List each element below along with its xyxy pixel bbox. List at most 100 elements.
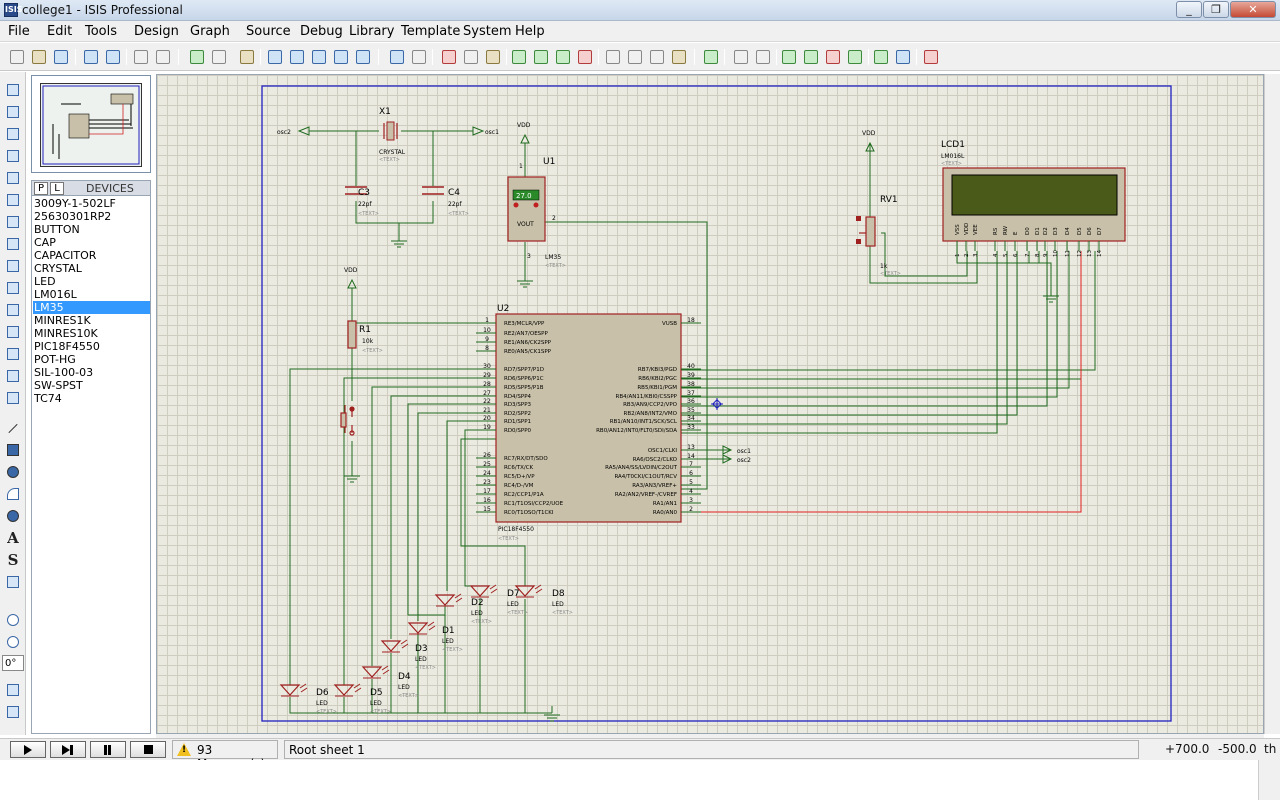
terminals-icon[interactable] [4,236,22,252]
exit-to-parent-icon[interactable] [846,48,864,66]
step-button[interactable] [50,741,86,758]
device-item[interactable]: 25630301RP2 [34,210,112,223]
menu-source[interactable]: Source [246,24,291,39]
device-pins-icon[interactable] [4,258,22,274]
electrical-rule-check-icon[interactable] [894,48,912,66]
device-item[interactable]: PIC18F4550 [34,340,100,353]
stop-button[interactable] [130,741,166,758]
library-manager-tab[interactable]: L [50,182,64,195]
zoom-out-icon[interactable] [310,48,328,66]
print-icon[interactable] [132,48,150,66]
packaging-icon[interactable] [648,48,666,66]
voltage-probe-icon[interactable] [4,346,22,362]
redo-icon[interactable] [410,48,428,66]
menu-system[interactable]: System [463,24,512,39]
capacitor-c3[interactable] [345,186,367,195]
device-item[interactable]: CAP [34,236,56,249]
device-item[interactable]: MINRES10K [34,327,98,340]
copy-icon[interactable] [462,48,480,66]
junction-dot-icon[interactable] [4,126,22,142]
schematic-editing-window[interactable]: VDD VDD VDD osc2 osc1 osc1 osc2 X1 CRYST… [156,74,1264,734]
make-device-icon[interactable] [626,48,644,66]
new-file-icon[interactable] [8,48,26,66]
wire-label-icon[interactable] [4,148,22,164]
capacitor-c4[interactable] [422,186,444,195]
device-item-selected[interactable]: LM35 [33,301,150,314]
menu-library[interactable]: Library [349,24,395,39]
text-icon[interactable]: A [7,529,19,547]
minimize-button[interactable]: _ [1176,1,1202,18]
subcircuit-icon[interactable] [4,214,22,230]
menu-help[interactable]: Help [515,24,545,39]
undo-icon[interactable] [388,48,406,66]
crystal-x1[interactable]: X1 CRYSTAL <TEXT> [379,107,406,163]
horizontal-scrollbar[interactable] [156,734,1264,738]
mirror-y-icon[interactable] [4,704,22,720]
device-item[interactable]: POT-HG [34,353,76,366]
menu-debug[interactable]: Debug [300,24,343,39]
circle-icon[interactable] [4,464,22,480]
bill-of-materials-icon[interactable] [872,48,890,66]
paste-icon[interactable] [484,48,502,66]
device-item[interactable]: LED [34,275,56,288]
device-item[interactable]: SW-SPST [34,379,83,392]
block-copy-icon[interactable] [510,48,528,66]
device-item[interactable]: 3009Y-1-502LF [34,197,116,210]
menu-file[interactable]: File [8,24,30,39]
buses-icon[interactable] [4,192,22,208]
mirror-x-icon[interactable] [4,682,22,698]
save-icon[interactable] [52,48,70,66]
pick-device-tab[interactable]: P [34,182,48,195]
reset-switch[interactable] [340,405,355,436]
open-folder-icon[interactable] [30,48,48,66]
decompose-icon[interactable] [670,48,688,66]
arc-icon[interactable] [4,486,22,502]
device-item[interactable]: MINRES1K [34,314,91,327]
outer-scrollbar[interactable] [1258,760,1280,800]
import-icon[interactable] [82,48,100,66]
origin-icon[interactable] [238,48,256,66]
pan-icon[interactable] [266,48,284,66]
selection-mode-icon[interactable] [4,82,22,98]
menu-graph[interactable]: Graph [190,24,230,39]
text-script-icon[interactable] [4,170,22,186]
device-item[interactable]: CRYSTAL [34,262,82,275]
cut-icon[interactable] [440,48,458,66]
block-move-icon[interactable] [532,48,550,66]
virtual-instruments-icon[interactable] [4,390,22,406]
print-area-icon[interactable] [154,48,172,66]
new-sheet-icon[interactable] [780,48,798,66]
messages-panel[interactable]: ! 93 Message(s) [172,740,278,771]
refresh-icon[interactable] [188,48,206,66]
device-item[interactable]: LM016L [34,288,77,301]
rotate-anticlockwise-icon[interactable] [4,634,22,650]
sensor-u1[interactable]: 27.0 VOUT [507,176,546,242]
play-button[interactable] [10,741,46,758]
component-mode-icon[interactable] [4,104,22,120]
path-icon[interactable] [4,508,22,524]
menu-design[interactable]: Design [134,24,179,39]
box-icon[interactable] [4,442,22,458]
remove-sheet-icon[interactable] [824,48,842,66]
menu-template[interactable]: Template [401,24,461,39]
tape-recorder-icon[interactable] [4,302,22,318]
resistor-r1[interactable] [347,320,357,349]
property-tool-icon[interactable] [754,48,772,66]
netlist-to-ares-icon[interactable] [922,48,940,66]
graph-mode-icon[interactable] [4,280,22,296]
block-rotate-icon[interactable] [554,48,572,66]
close-button[interactable]: ✕ [1230,1,1276,18]
pause-button[interactable] [90,741,126,758]
device-item[interactable]: TC74 [34,392,62,405]
device-item[interactable]: SIL-100-03 [34,366,94,379]
overview-window[interactable] [31,75,151,173]
marker-icon[interactable] [4,574,22,590]
search-tag-icon[interactable] [732,48,750,66]
maximize-button[interactable]: ❐ [1203,1,1229,18]
